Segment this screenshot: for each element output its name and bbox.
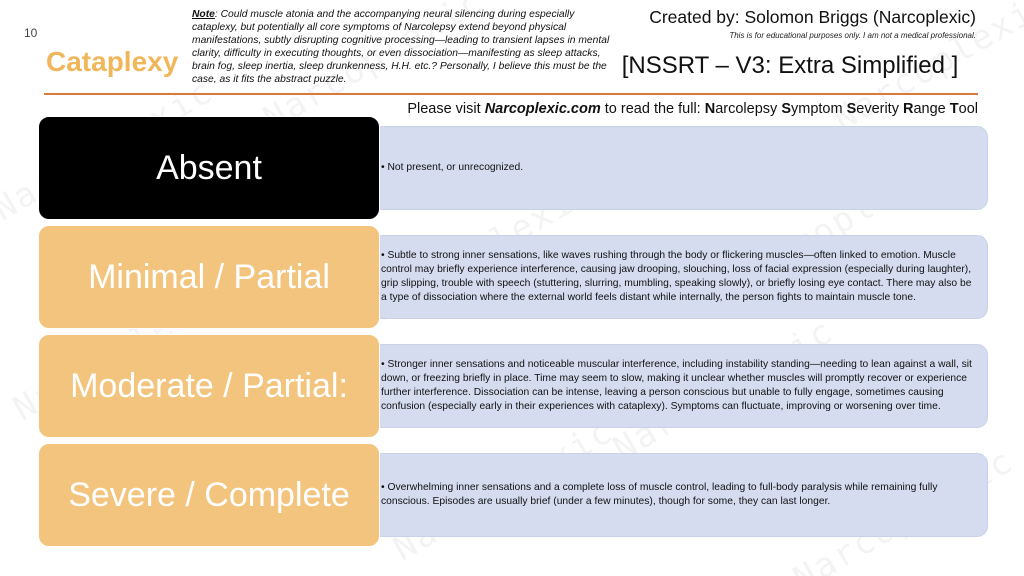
severity-description: • Stronger inner sensations and noticeab… [372, 344, 988, 428]
note-block: Note: Could muscle atonia and the accomp… [192, 8, 622, 86]
disclaimer: This is for educational purposes only. I… [729, 31, 976, 40]
description-text: • Subtle to strong inner sensations, lik… [381, 249, 972, 304]
visit-line: Please visit Narcoplexic.com to read the… [380, 101, 978, 117]
header-divider [44, 93, 978, 95]
description-text: • Not present, or unrecognized. [381, 161, 524, 173]
severity-row-moderate: • Stronger inner sensations and noticeab… [38, 334, 988, 438]
visit-prefix: Please visit [407, 101, 485, 117]
severity-label: Minimal / Partial [38, 225, 380, 329]
description-text: • Overwhelming inner sensations and a co… [381, 481, 938, 507]
note-label: Note [192, 9, 215, 20]
tool-version-tag: [NSSRT – V3: Extra Simplified ] [621, 52, 959, 79]
tool-name-rest: ool [958, 101, 978, 117]
tool-name-initial: R [903, 101, 914, 117]
tool-name-initial: T [949, 101, 959, 117]
tool-name-rest: arcolepsy [715, 101, 782, 117]
severity-label: Severe / Complete [38, 443, 380, 547]
tool-name-rest: ange [913, 101, 950, 117]
severity-row-minimal: • Subtle to strong inner sensations, lik… [38, 225, 988, 329]
tool-name-initial: S [781, 101, 791, 117]
severity-row-severe: • Overwhelming inner sensations and a co… [38, 443, 988, 547]
tool-name-initial: S [846, 101, 857, 117]
page-number: 10 [24, 26, 38, 40]
page-title: Cataplexy [46, 46, 179, 77]
note-text: : Could muscle atonia and the accompanyi… [192, 9, 610, 85]
visit-middle: to read the full: [600, 101, 705, 117]
severity-label: Moderate / Partial: [38, 334, 380, 438]
description-text: • Stronger inner sensations and noticeab… [381, 358, 972, 413]
severity-description: • Overwhelming inner sensations and a co… [372, 453, 988, 537]
severity-row-absent: • Not present, or unrecognized. Absent [38, 116, 988, 220]
creator-credit: Created by: Solomon Briggs (Narcoplexic) [649, 7, 976, 27]
severity-label: Absent [38, 116, 380, 220]
severity-description: • Not present, or unrecognized. [372, 126, 988, 210]
tool-name-rest: ymptom [790, 101, 847, 117]
tool-name-rest: everity [856, 101, 903, 117]
site-link[interactable]: Narcoplexic.com [484, 101, 601, 117]
severity-description: • Subtle to strong inner sensations, lik… [372, 235, 988, 319]
tool-name-initial: N [704, 101, 716, 117]
